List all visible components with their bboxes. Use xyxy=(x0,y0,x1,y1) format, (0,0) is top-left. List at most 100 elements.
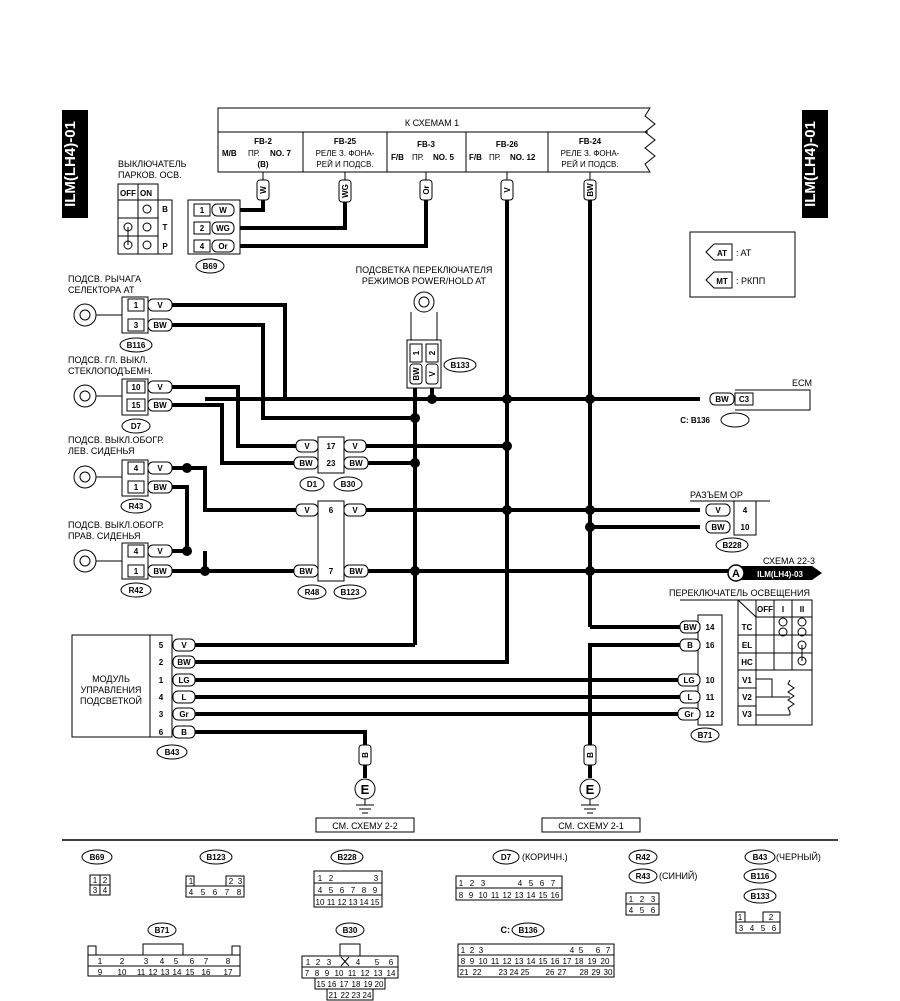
cv-pin: 12 xyxy=(503,891,512,900)
parking-switch-title-2: ПАРКОВ. ОСВ. xyxy=(118,170,182,180)
b69-wire-w: W xyxy=(219,206,227,215)
lamp-rightseat-title-1: ПОДСВ. ВЫКЛ.ОБОГР. xyxy=(68,520,164,530)
cv-b30-grid: 1 2 3 4 5 6 7 8 9 10 11 12 13 14 15 16 1… xyxy=(301,943,399,1001)
ground-right: B E СМ. СХЕМУ 2-1 xyxy=(541,744,641,833)
cv-b136-prefix: C: xyxy=(501,925,511,935)
joint-7-num: 7 xyxy=(329,567,334,576)
ls-wire-gr: Gr xyxy=(684,710,693,719)
cv-pin: 3 xyxy=(479,946,484,955)
r42-wire-v: V xyxy=(157,547,163,556)
cv-pin: 3 xyxy=(238,877,243,886)
cv-pin: 4 xyxy=(356,958,361,967)
ls-wire-l: L xyxy=(688,693,693,702)
b133-pin-2: 2 xyxy=(428,350,437,355)
r43-label: R43 xyxy=(129,502,144,511)
ls-pin-11: 11 xyxy=(706,693,715,702)
right-seat-heater-lamp: ПОДСВ. ВЫКЛ.ОБОГР. ПРАВ. СИДЕНЬЯ 4 V 1 B… xyxy=(68,520,173,598)
fuse-fb2-extra: (B) xyxy=(257,160,268,169)
cv-pin: 17 xyxy=(340,980,349,989)
header-title: К СХЕМАМ 1 xyxy=(405,118,459,128)
fuse-fb25-text: РЕЛЕ З. ФОНА- xyxy=(316,149,375,158)
junction xyxy=(410,413,420,423)
cv-pin: 16 xyxy=(328,980,337,989)
b133-pin-1: 1 xyxy=(412,350,421,355)
cv-pin: 14 xyxy=(173,968,182,977)
cv-pin: 2 xyxy=(103,876,108,885)
cv-pin: 2 xyxy=(470,879,475,888)
fuse-fb25-extra: РЕЙ И ПОДСВ. xyxy=(316,160,373,169)
cv-d7-label: D7 xyxy=(501,853,512,862)
cv-pin: 21 xyxy=(329,991,338,1000)
cv-pin: 12 xyxy=(338,898,347,907)
wires xyxy=(172,200,730,778)
b136-label: C: B136 xyxy=(680,416,710,425)
fuse-fb24-name: FB-24 xyxy=(579,137,602,146)
cv-b71-label: B71 xyxy=(155,926,170,935)
parking-switch-title-1: ВЫКЛЮЧАТЕЛЬ xyxy=(118,159,187,169)
junction xyxy=(410,566,420,576)
fuse-fb3-num: NO. 5 xyxy=(433,153,454,162)
ecm-connector: ECM BW C3 C: B136 xyxy=(680,378,812,428)
cv-pin: 7 xyxy=(305,969,310,978)
ref-title: СХЕМА 22-3 xyxy=(763,556,815,566)
cv-b123-label: B123 xyxy=(206,853,226,862)
cv-pin: 18 xyxy=(575,957,584,966)
ground-left-wire: B xyxy=(361,752,370,758)
fuse-fb24-extra: РЕЙ И ПОДСВ. xyxy=(561,160,618,169)
cv-r43-label: R43 xyxy=(636,872,651,881)
fuse-fb25-name: FB-25 xyxy=(334,137,357,146)
b228-label: B228 xyxy=(722,541,742,550)
cv-pin: 16 xyxy=(551,891,560,900)
cv-pin: 13 xyxy=(349,898,358,907)
junction-dots xyxy=(182,394,595,576)
fuse-fb24-text: РЕЛЕ З. ФОНА- xyxy=(561,149,620,158)
cv-pin: 8 xyxy=(226,957,231,966)
b69-label: B69 xyxy=(203,262,218,271)
b69-pin-2: 2 xyxy=(200,224,205,233)
ls-wire-bw: BW xyxy=(683,623,697,632)
cv-pin: 7 xyxy=(551,879,556,888)
cv-pin: 9 xyxy=(469,891,474,900)
b43-pin-1: 1 xyxy=(159,676,164,685)
r42-wire-bw: BW xyxy=(153,567,167,576)
diagram-id-right: ILM(LH4)-01 xyxy=(802,121,819,207)
b116-pin-3: 3 xyxy=(134,321,139,330)
fuse-header: К СХЕМАМ 1 FB-2 M/B ПР. NO. 7 (B) FB-25 … xyxy=(217,107,656,173)
cv-b136-grid: 1 2 3 4 5 6 7 8 9 10 11 12 13 14 15 16 1… xyxy=(457,943,615,978)
cv-pin: 5 xyxy=(201,888,206,897)
lamp-window-title-2: СТЕКЛОПОДЪЕМН. xyxy=(68,366,153,376)
d7-pin-10: 10 xyxy=(132,383,141,392)
cv-pin: 15 xyxy=(539,957,548,966)
cv-pin: 3 xyxy=(739,924,744,933)
cv-pin: 18 xyxy=(352,980,361,989)
junction xyxy=(585,505,595,515)
fuse-fb3-pre: F/B xyxy=(391,153,404,162)
cv-pin: 4 xyxy=(318,886,323,895)
legend-mt-text: : РКПП xyxy=(736,276,765,286)
ecm-title: ECM xyxy=(792,378,812,388)
schema-ref-arrow: СХЕМА 22-3 A ILM(LH4)-03 xyxy=(727,556,822,582)
r42-pin-4: 4 xyxy=(134,547,139,556)
ls-term-hc: HC xyxy=(741,658,753,667)
cv-pin: 22 xyxy=(341,991,350,1000)
hold-title-1: ПОДСВЕТКА ПЕРЕКЛЮЧАТЕЛЯ xyxy=(356,265,493,275)
cv-pin: 6 xyxy=(772,924,777,933)
fuse-fb26-pre: F/B xyxy=(469,153,482,162)
legend-mt-tag: MT xyxy=(716,277,728,286)
cv-r43-note: (СИНИЙ) xyxy=(659,870,697,881)
ground-right-wire: B xyxy=(586,752,595,758)
cv-pin: 1 xyxy=(738,913,743,922)
cv-pin: 3 xyxy=(651,895,656,904)
b43-wire-l: L xyxy=(182,693,187,702)
module-title-2: УПРАВЛЕНИЯ xyxy=(81,685,142,695)
cv-pin: 1 xyxy=(93,876,98,885)
legend-box: AT : AT MT : РКПП xyxy=(689,231,796,298)
legend-at-tag: AT xyxy=(717,249,727,258)
cv-pin: 15 xyxy=(371,898,380,907)
cv-pin: 4 xyxy=(629,906,634,915)
cv-pin: 1 xyxy=(98,957,103,966)
cv-pin: 5 xyxy=(329,886,334,895)
ls-term-v3: V3 xyxy=(742,710,752,719)
module-title-1: МОДУЛЬ xyxy=(92,674,130,684)
ls-wire-b: B xyxy=(687,641,693,650)
